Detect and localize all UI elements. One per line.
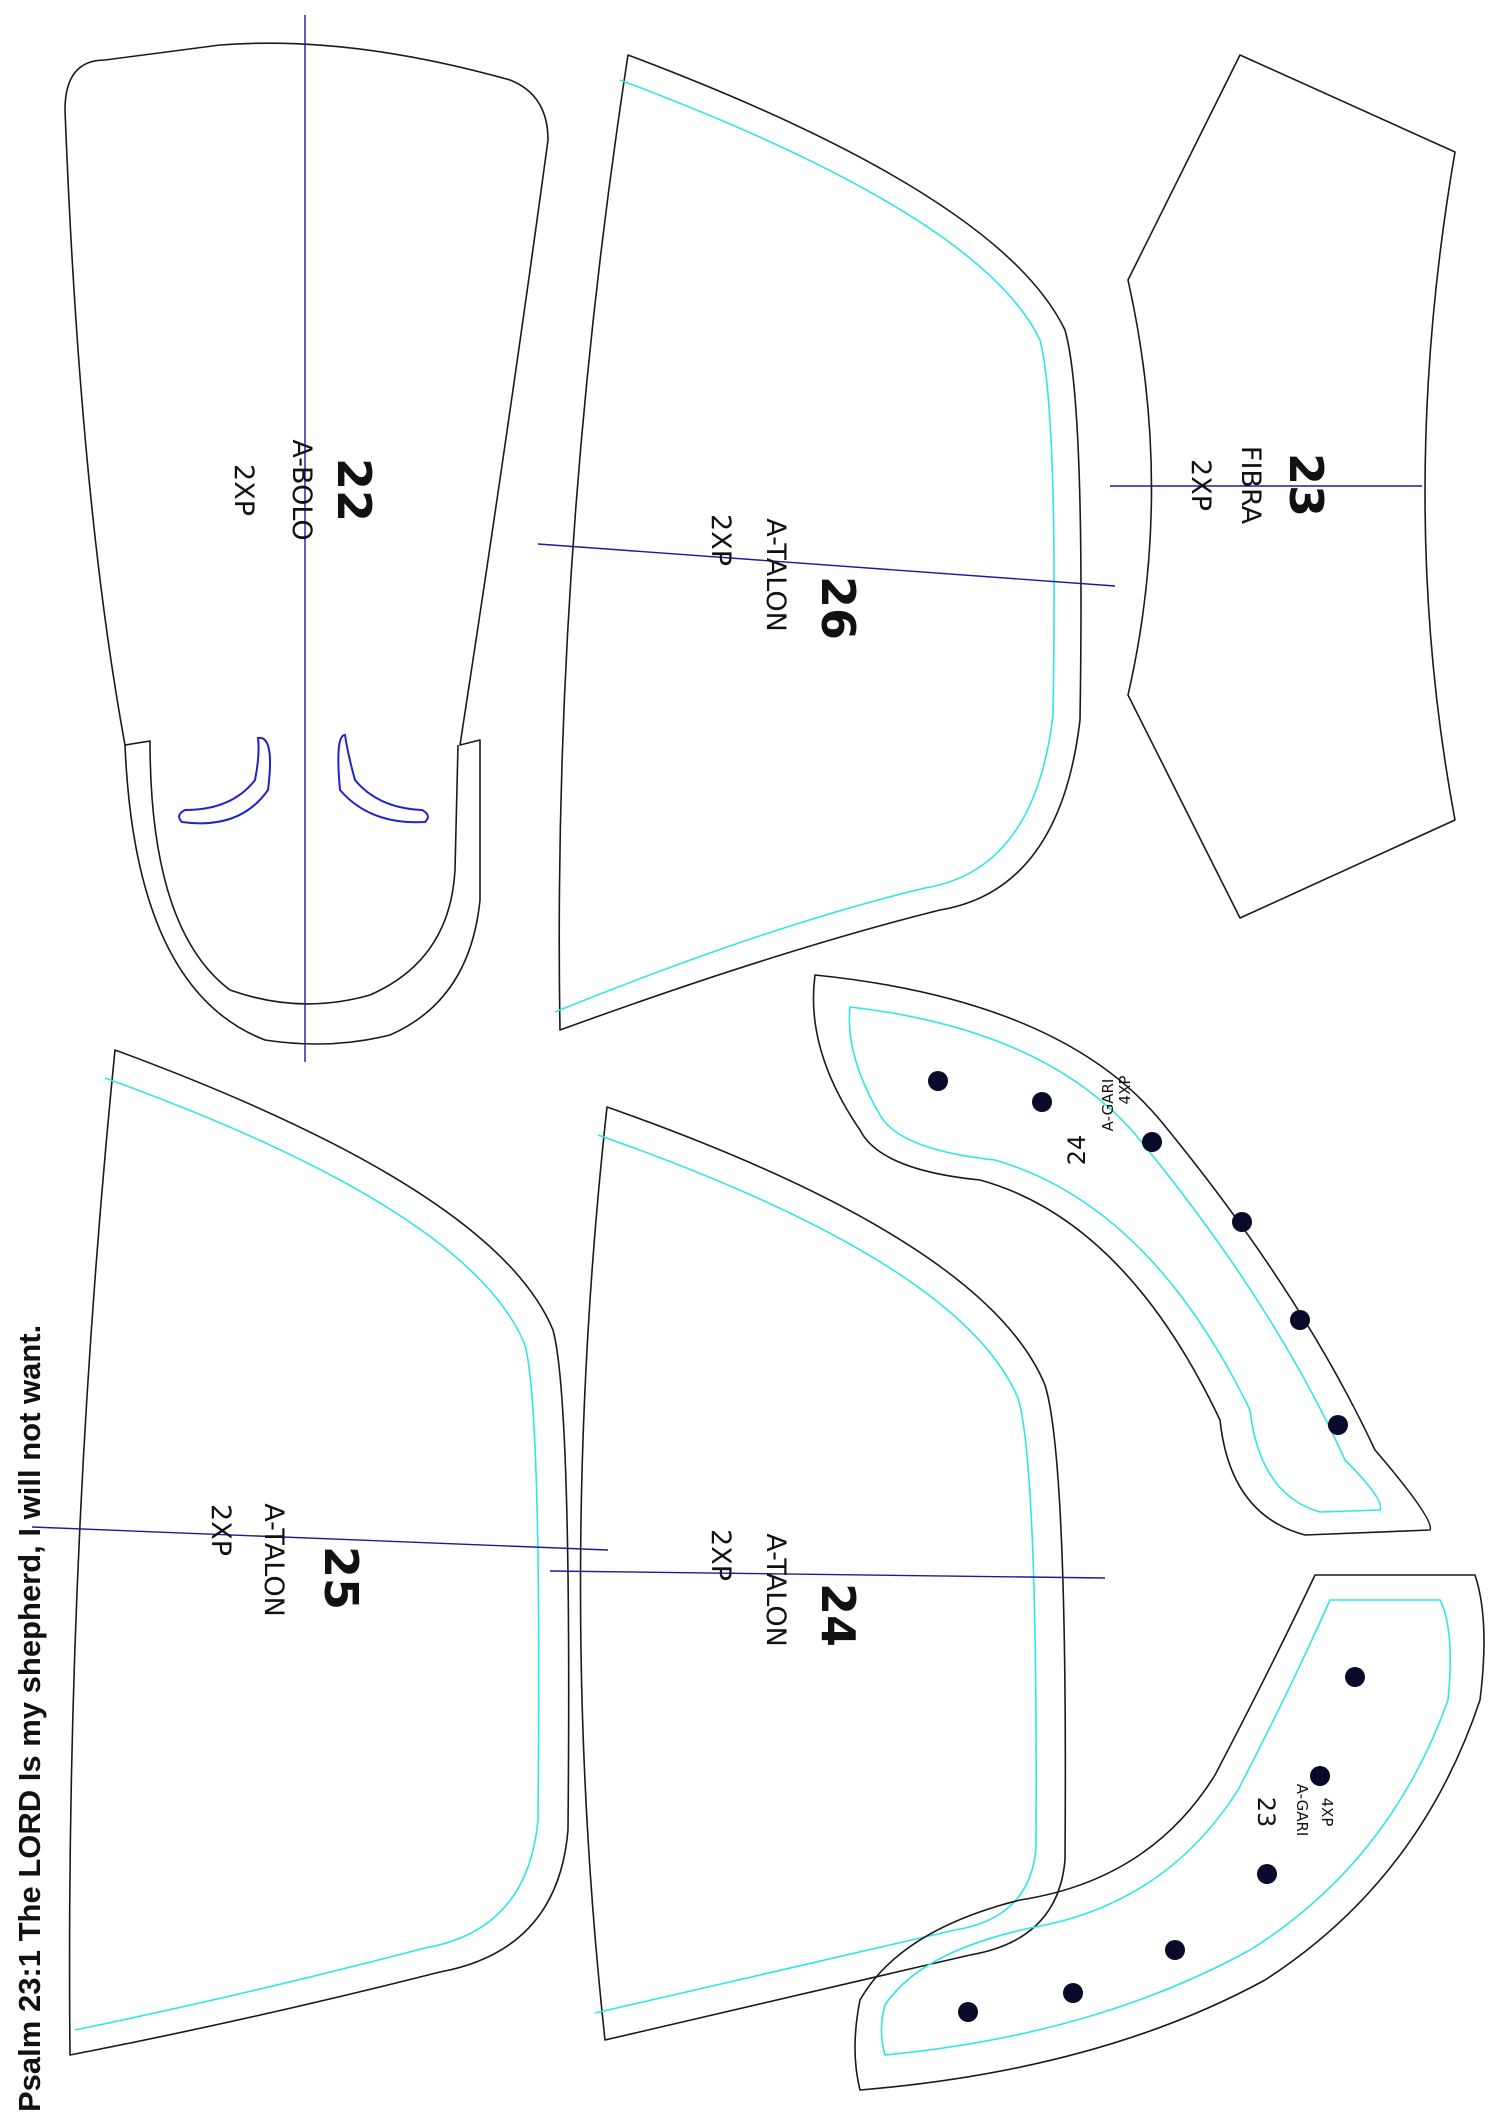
piece-24g-hole: [1032, 1092, 1052, 1112]
piece-25-outline: [68, 1049, 570, 2056]
piece-24-name: A-TALON: [760, 1533, 791, 1647]
piece-26-grain-line: [537, 543, 1116, 587]
piece-25-number: 25: [314, 1546, 368, 1610]
piece-24g-qty: 4XP: [1116, 1076, 1134, 1105]
footer-verse: Psalm 23:1 The LORD Is my shepherd, I wi…: [12, 1325, 47, 2112]
piece-24g-name: A-GARI: [1099, 1079, 1117, 1132]
piece-22-left-slot: [178, 736, 271, 825]
piece-26-qty: 2XP: [705, 514, 736, 566]
piece-24-qty: 2XP: [705, 1529, 736, 1581]
piece-24g-seam-allowance: [848, 1006, 1382, 1513]
piece-23-number: 23: [1279, 453, 1333, 517]
piece-23g-hole: [1165, 1940, 1185, 1960]
piece-25-name: A-TALON: [258, 1503, 289, 1617]
piece-22-qty: 2XP: [228, 464, 259, 516]
piece-24-outline: [579, 1106, 1067, 2041]
piece-26-outline: [558, 54, 1082, 1031]
piece-25-a-talon: 25 A-TALON 2XP: [31, 1049, 609, 2056]
piece-24-seam-allowance: [594, 1134, 1037, 2014]
piece-22-number: 22: [327, 458, 381, 522]
piece-26-a-talon: 26 A-TALON 2XP: [537, 54, 1116, 1031]
piece-23-fibra: 23 FIBRA 2XP: [1110, 54, 1456, 919]
piece-22-outline: [64, 42, 549, 1045]
piece-22-right-slot: [337, 733, 429, 824]
piece-24-grain-line: [549, 1570, 1106, 1579]
piece-25-qty: 2XP: [205, 1504, 236, 1556]
piece-23g-hole: [958, 2002, 978, 2022]
piece-24-a-gari: 24 A-GARI 4XP: [812, 974, 1432, 1536]
piece-23g-number: 23: [1252, 1797, 1280, 1828]
piece-23-name: FIBRA: [1235, 446, 1266, 525]
piece-24g-outline: [812, 974, 1432, 1536]
piece-23g-name: A-GARI: [1293, 1784, 1311, 1837]
piece-23g-seam-allowance: [880, 1599, 1451, 2056]
piece-25-grain-line: [31, 1526, 609, 1551]
piece-24g-hole: [1328, 1415, 1348, 1435]
piece-26-number: 26: [811, 576, 865, 640]
piece-26-name: A-TALON: [760, 518, 791, 632]
piece-23-qty: 2XP: [1185, 459, 1216, 511]
piece-24g-number: 24: [1063, 1135, 1091, 1166]
piece-24g-hole: [1142, 1132, 1162, 1152]
piece-24g-hole: [928, 1071, 948, 1091]
piece-25-seam-allowance: [74, 1077, 540, 2031]
piece-24g-hole: [1290, 1310, 1310, 1330]
piece-23g-hole: [1257, 1864, 1277, 1884]
piece-26-seam-allowance: [554, 79, 1055, 1013]
piece-24g-hole: [1232, 1212, 1252, 1232]
piece-23g-hole: [1345, 1667, 1365, 1687]
piece-23g-hole: [1063, 1983, 1083, 2003]
piece-24-a-talon: 24 A-TALON 2XP: [549, 1106, 1106, 2041]
piece-22-name: A-BOLO: [286, 439, 317, 540]
piece-22-toe-band: [124, 740, 459, 1005]
piece-23-a-gari: 23 A-GARI 4XP: [854, 1574, 1485, 2091]
piece-23-outline: [1127, 54, 1456, 919]
piece-22-a-bolo: 22 A-BOLO 2XP: [64, 15, 549, 1062]
piece-24-number: 24: [811, 1583, 865, 1647]
piece-23g-qty: 4XP: [1318, 1798, 1336, 1827]
piece-23g-outline: [854, 1574, 1485, 2091]
piece-23g-hole: [1310, 1766, 1330, 1786]
